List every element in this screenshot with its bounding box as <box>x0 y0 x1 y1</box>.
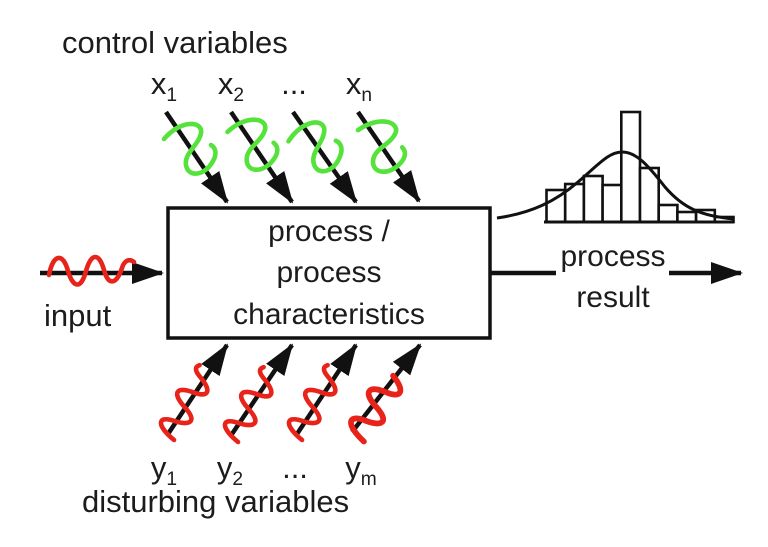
disturbance-var-y2-sub: 2 <box>232 469 244 491</box>
process-box-line3: characteristics <box>233 297 425 331</box>
process-result-label: process result <box>560 236 665 318</box>
disturbance-arrow-1 <box>166 343 229 436</box>
control-var-xn: xn <box>346 68 372 105</box>
disturbance-var-ellipsis: ... <box>282 452 308 483</box>
disturbance-squiggle-3 <box>286 362 338 443</box>
process-result-line2: result <box>576 281 650 315</box>
disturbance-var-ym-base: y <box>345 450 361 485</box>
disturbance-squiggle-2 <box>222 364 274 445</box>
control-var-ellipsis: ... <box>281 68 307 99</box>
control-arrows <box>164 110 421 204</box>
disturbance-var-y2-base: y <box>216 450 233 485</box>
disturbance-var-ym-sub: m <box>360 469 377 491</box>
disturbance-var-y1-sub: 1 <box>166 469 178 491</box>
disturbance-var-ym: ym <box>345 452 377 489</box>
process-box-label: process / process characteristics <box>168 208 490 338</box>
control-var-x2-base: x <box>217 66 234 101</box>
control-var-x1: x1 <box>151 68 177 105</box>
control-squiggle-1 <box>161 121 218 176</box>
disturbance-signal-squiggles <box>158 362 404 445</box>
disturbance-squiggle-4 <box>348 372 404 445</box>
control-signal-squiggles <box>161 117 408 176</box>
control-arrow-4 <box>356 110 421 203</box>
disturbance-var-y1: y1 <box>151 452 177 489</box>
control-var-xn-sub: n <box>361 85 373 107</box>
disturbance-squiggle-1 <box>158 362 210 443</box>
control-arrow-2 <box>229 110 294 204</box>
process-result-line1: process <box>560 240 666 273</box>
disturbance-var-ellipsis-text: ... <box>282 450 308 485</box>
process-box-line1: process / <box>268 215 390 249</box>
histogram-bar <box>582 174 604 224</box>
disturbance-var-y2: y2 <box>217 452 243 489</box>
control-squiggle-2 <box>225 117 280 173</box>
control-squiggle-4 <box>355 119 408 174</box>
disturbance-arrow-2 <box>230 343 294 436</box>
disturbing-variables-label: disturbing variables <box>82 484 350 519</box>
control-var-x1-base: x <box>150 66 167 101</box>
input-label: input <box>44 298 112 333</box>
histogram-bar <box>601 183 623 224</box>
input-signal-squiggle <box>46 254 137 287</box>
control-var-ellipsis-text: ... <box>281 66 307 101</box>
control-var-x1-sub: 1 <box>166 85 178 107</box>
control-var-x2-sub: 2 <box>233 85 245 107</box>
disturbance-arrows <box>166 343 422 436</box>
process-box-line2: process <box>276 256 382 290</box>
disturbance-arrow-3 <box>295 343 358 436</box>
bell-curve <box>496 150 735 221</box>
control-var-x2: x2 <box>218 68 244 105</box>
control-variables-label: control variables <box>62 25 288 60</box>
control-squiggle-3 <box>286 120 344 174</box>
histogram-bars <box>545 110 735 224</box>
histogram <box>496 110 735 224</box>
disturbance-var-y1-base: y <box>150 450 167 485</box>
control-var-xn-base: x <box>345 66 362 101</box>
histogram-bar <box>657 203 679 224</box>
histogram-bar <box>619 110 642 224</box>
